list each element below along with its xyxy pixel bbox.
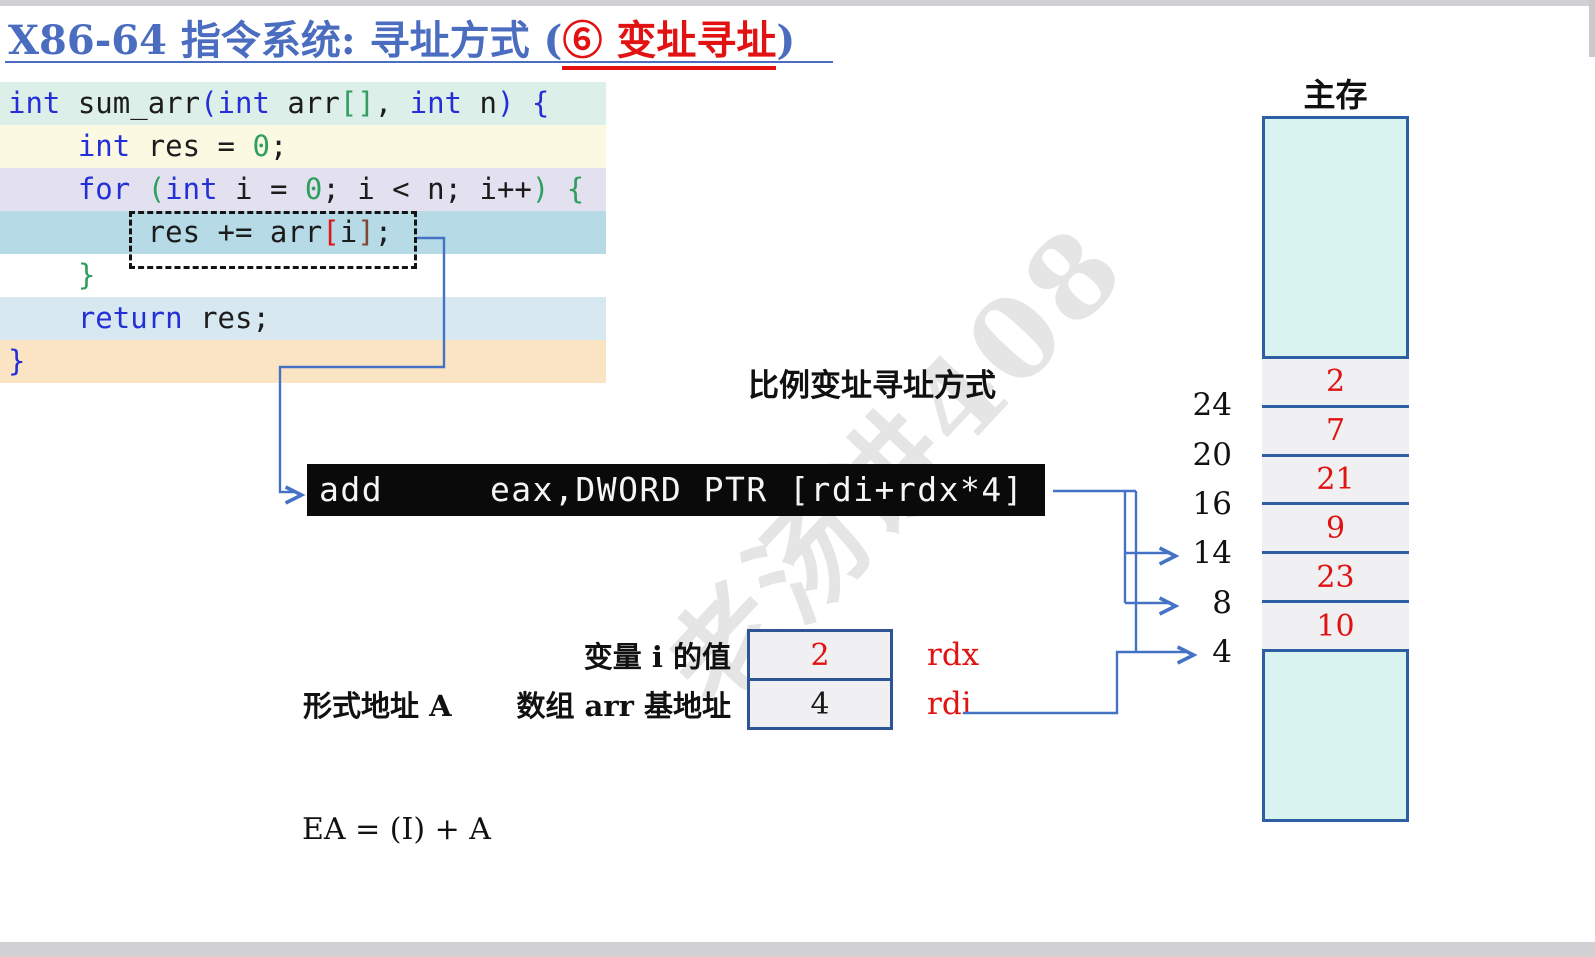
ea-formula: EA = (I) + A bbox=[302, 812, 491, 847]
code-token: int bbox=[409, 86, 463, 120]
memory-address-label: 14 bbox=[1192, 535, 1232, 572]
code-token: 0 bbox=[252, 129, 270, 163]
code-line: return res; bbox=[0, 297, 606, 340]
title-suffix: ) bbox=[776, 17, 796, 64]
code-token: n bbox=[462, 86, 497, 120]
code-token: res; bbox=[182, 301, 270, 335]
code-line: for (int i = 0; i < n; i++) { bbox=[0, 168, 606, 211]
code-token: int bbox=[165, 172, 218, 206]
code-token bbox=[130, 172, 147, 206]
code-token: , bbox=[374, 86, 410, 120]
register-name: rdi bbox=[927, 686, 972, 722]
memory-address-label: 8 bbox=[1212, 584, 1232, 621]
memory-addresses: 24 20 16 14 8 4 bbox=[1120, 356, 1232, 670]
register-row: 形式地址 A 数组 arr 基地址 4 rdi bbox=[295, 678, 979, 730]
code-token: i = bbox=[217, 172, 305, 206]
code-token bbox=[8, 301, 78, 335]
code-token bbox=[8, 172, 78, 206]
register-value-box: 2 bbox=[747, 629, 893, 681]
memory-address-label: 24 bbox=[1192, 387, 1232, 424]
memory-cell: 23 bbox=[1262, 551, 1409, 601]
code-token: int bbox=[8, 86, 61, 120]
right-edge-strip bbox=[1589, 0, 1595, 57]
code-token: ; i < n; i++ bbox=[322, 172, 532, 206]
page-title: X86-64 指令系统: 寻址方式 (⑥ 变址寻址) bbox=[8, 8, 796, 70]
formal-address-label: 形式地址 A bbox=[303, 689, 452, 723]
code-token: arr bbox=[269, 86, 340, 120]
memory-address-label: 4 bbox=[1212, 633, 1232, 670]
code-line: int res = 0; bbox=[0, 125, 606, 168]
code-token: sum_arr bbox=[60, 86, 201, 120]
memory-cell: 10 bbox=[1262, 600, 1409, 649]
register-value-box: 4 bbox=[747, 678, 893, 730]
code-token: ) bbox=[496, 86, 515, 120]
register-name: rdx bbox=[927, 637, 980, 673]
code-token: } bbox=[8, 344, 26, 378]
code-token bbox=[8, 129, 78, 163]
assembly-instruction: add eax,DWORD PTR [rdi+rdx*4] bbox=[307, 464, 1045, 516]
register-row-label: 数组 arr 基地址 bbox=[516, 689, 731, 723]
code-token: ( bbox=[147, 172, 166, 206]
code-token: ) bbox=[531, 172, 550, 206]
bottom-border-strip bbox=[0, 942, 1595, 957]
assembly-text: add eax,DWORD PTR [rdi+rdx*4] bbox=[319, 470, 1025, 509]
register-row-labels: 变量 i 的值 bbox=[295, 629, 747, 681]
code-token: for bbox=[77, 172, 131, 206]
code-token: { bbox=[549, 172, 585, 206]
memory-cell: 7 bbox=[1262, 404, 1409, 454]
register-row: 变量 i 的值 2 rdx bbox=[295, 629, 979, 681]
register-table: 变量 i 的值 2 rdx 形式地址 A 数组 arr 基地址 4 rdi bbox=[295, 629, 979, 730]
register-row-label: 变量 i 的值 bbox=[583, 640, 731, 674]
title-highlight: ⑥ 变址寻址 bbox=[562, 17, 777, 70]
code-token: return bbox=[77, 301, 183, 335]
memory-cell: 2 bbox=[1262, 356, 1409, 405]
memory-address-label: 16 bbox=[1192, 485, 1232, 522]
memory-cell: 21 bbox=[1262, 453, 1409, 503]
top-border-strip bbox=[0, 0, 1595, 6]
code-token: [] bbox=[339, 86, 375, 120]
code-token: { bbox=[514, 86, 550, 120]
code-token: ( bbox=[200, 86, 218, 120]
code-line: } bbox=[0, 340, 606, 383]
code-line: int sum_arr(int arr[], int n) { bbox=[0, 82, 606, 125]
addressing-method-label: 比例变址寻址方式 bbox=[748, 368, 996, 404]
memory-title: 主存 bbox=[1303, 76, 1368, 114]
code-token: 0 bbox=[304, 172, 323, 206]
code-token: ; bbox=[269, 129, 288, 163]
memory-cell: 9 bbox=[1262, 502, 1409, 552]
code-token: int bbox=[77, 129, 131, 163]
title-underline bbox=[5, 61, 833, 63]
code-token: res = bbox=[130, 129, 253, 163]
code-token: int bbox=[217, 86, 270, 120]
code-token: } bbox=[8, 258, 96, 292]
highlight-dashed-box bbox=[129, 211, 417, 269]
code-block: int sum_arr(int arr[], int n) { int res … bbox=[0, 82, 606, 383]
memory-address-label: 20 bbox=[1192, 436, 1232, 473]
register-row-labels: 形式地址 A 数组 arr 基地址 bbox=[295, 678, 747, 730]
title-prefix: X86-64 指令系统: 寻址方式 ( bbox=[8, 17, 563, 64]
